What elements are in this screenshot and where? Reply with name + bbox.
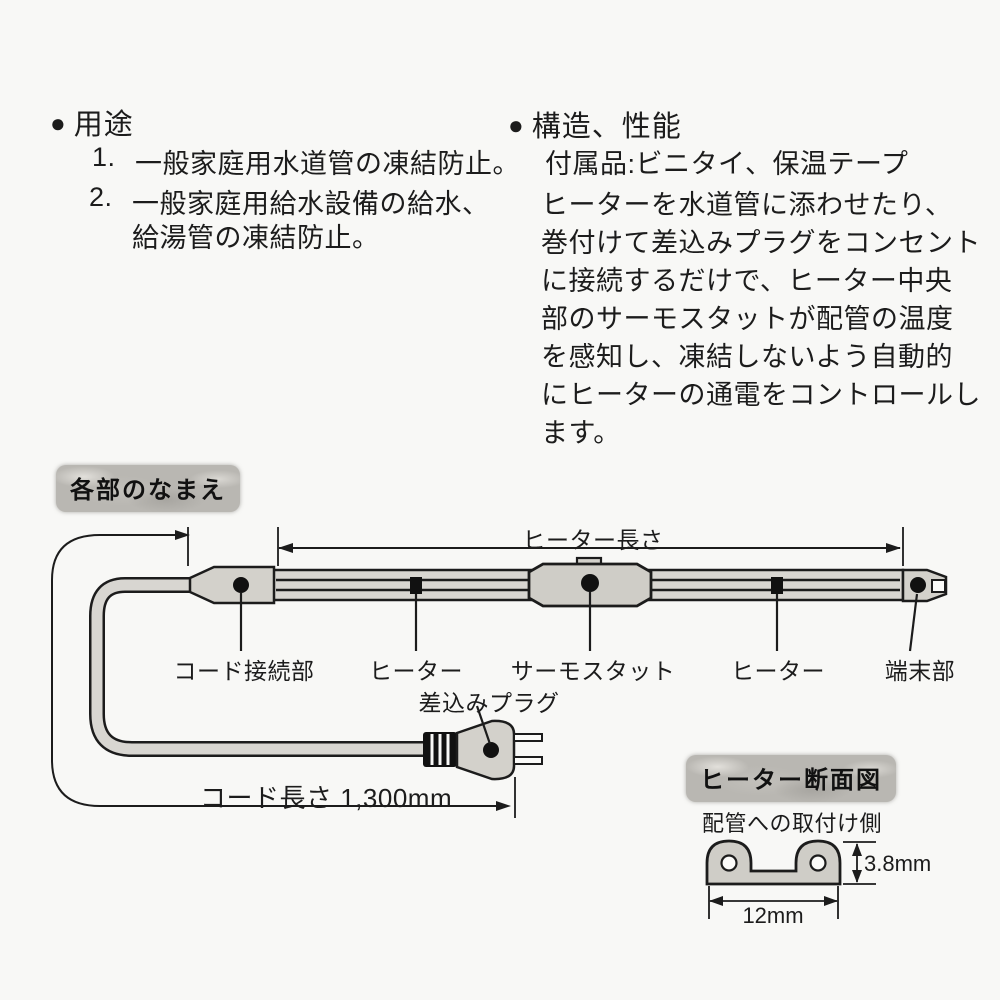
usage-item-2-text: 一般家庭用給水設備の給水、 <box>132 189 490 219</box>
parts-diagram-badge: 各部のなまえ <box>56 465 240 512</box>
arrowhead-width-right <box>824 896 838 906</box>
structure-description: ヒーターを水道管に添わせたり、 巻付けて差込みプラグをコンセント に接続するだけ… <box>541 190 981 448</box>
plug-point-dot <box>483 742 499 758</box>
usage-item-1-text: 一般家庭用水道管の凍結防止。 <box>135 149 520 179</box>
leader-plug <box>475 705 492 745</box>
cross-section-profile <box>705 839 842 886</box>
cross-section-conductor-left <box>720 854 738 872</box>
cord-connection-point-dot <box>233 577 249 593</box>
cord-length-label: コード長さ 1,300mm <box>200 783 453 813</box>
cord-length-dimension-line <box>51 534 508 807</box>
arrowhead-cord-length-top <box>175 530 190 540</box>
accessories-line: 付属品:ビニタイ、保温テープ <box>545 149 909 179</box>
usage-item-1: 1. 一般家庭用水道管の凍結防止。 <box>92 142 520 181</box>
plug-label: 差込みプラグ <box>418 690 560 716</box>
mount-side-label: 配管への取付け側 <box>702 811 883 836</box>
thermostat-label: サーモスタット <box>510 658 676 684</box>
structure-title: 構造、性能 <box>531 111 682 143</box>
structure-bullet-icon: ● <box>508 110 524 140</box>
heater-mark-left <box>410 577 422 594</box>
leader-terminal <box>908 593 919 652</box>
plug-prong-top <box>513 733 543 742</box>
width-dimension-label: 12mm <box>742 903 804 928</box>
power-cord <box>91 579 424 755</box>
cord-connection-label: コード接続部 <box>173 658 315 684</box>
usage-bullet-icon: ● <box>50 108 66 138</box>
plug-prong-bottom <box>513 756 543 765</box>
terminal-label: 端末部 <box>884 658 956 684</box>
heater-length-label: ヒーター長さ <box>522 527 664 553</box>
cross-section-badge: ヒーター断面図 <box>686 755 896 802</box>
usage-section-header: ● 用途 <box>50 101 134 143</box>
usage-title: 用途 <box>73 109 134 141</box>
arrowhead-heater-length-right <box>886 543 901 553</box>
arrowhead-cord-length-bottom <box>496 801 511 811</box>
usage-item-2-number: 2. <box>89 182 113 212</box>
cross-section-badge-text: ヒーター断面図 <box>700 767 882 794</box>
parts-diagram-badge-text: 各部のなまえ <box>70 477 226 504</box>
usage-item-1-number: 1. <box>92 142 116 172</box>
cord-connection-body <box>188 565 276 605</box>
thermostat-point-dot <box>581 574 599 592</box>
heater-mark-right <box>771 577 783 594</box>
height-dimension-label: 3.8mm <box>864 851 932 876</box>
usage-item-2: 2. 一般家庭用給水設備の給水、 <box>89 182 490 221</box>
arrowhead-width-left <box>709 896 723 906</box>
heater-right-label: ヒーター <box>731 658 825 684</box>
usage-item-2-continuation: 給湯管の凍結防止。 <box>132 223 380 253</box>
arrowhead-heater-length-left <box>278 543 293 553</box>
terminal-point-dot <box>910 577 926 593</box>
heater-left-label: ヒーター <box>369 658 463 684</box>
terminal-notch <box>931 579 946 593</box>
structure-section-header: ● 構造、性能 <box>508 103 682 145</box>
arrowhead-height-bottom <box>852 870 862 883</box>
arrowhead-height-top <box>852 843 862 856</box>
cross-section-conductor-right <box>809 854 827 872</box>
